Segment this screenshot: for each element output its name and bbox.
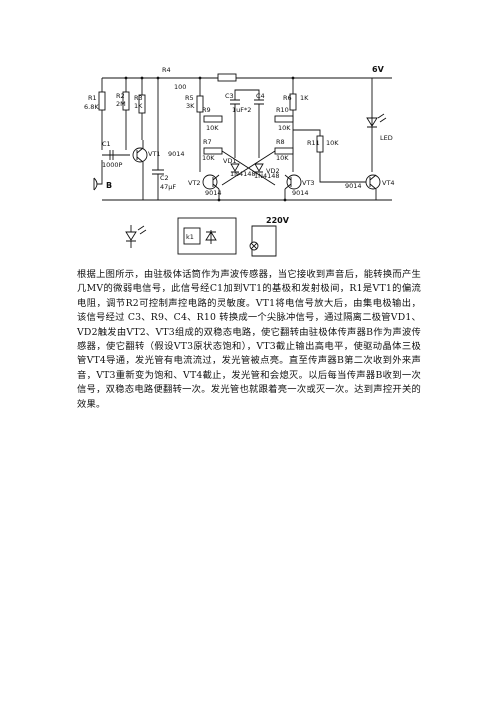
value-r6: 1K xyxy=(300,94,309,102)
transistor-vt2 xyxy=(202,174,218,190)
label-r6: R6 xyxy=(283,94,292,102)
vt4-leads xyxy=(369,174,377,200)
resistor-r3 xyxy=(138,94,146,114)
label-r8: R8 xyxy=(276,138,285,146)
label-c2: C2 xyxy=(160,174,169,182)
value-vd2: 1N4148 xyxy=(254,172,280,180)
value-vt4: 9014 xyxy=(345,182,362,190)
label-c4: C4 xyxy=(256,92,265,100)
transistor-vt3 xyxy=(286,174,302,190)
label-vt3: VT3 xyxy=(302,179,315,187)
label-supply: 6V xyxy=(372,65,385,74)
resistor-r5 xyxy=(196,95,204,113)
value-c2: 47μF xyxy=(160,183,176,191)
label-r11: R11 xyxy=(307,139,320,147)
capacitor-c1 xyxy=(109,150,114,160)
junction-dot xyxy=(140,76,144,80)
value-r9: 10K xyxy=(206,124,219,132)
label-mains: 220V xyxy=(266,216,290,225)
label-r2: R2 xyxy=(116,92,125,100)
value-r11: 10K xyxy=(326,139,339,147)
value-r1: 6.8K xyxy=(84,103,99,111)
resistor-r6 xyxy=(289,93,297,111)
junction-dot xyxy=(283,198,287,202)
resistor-r10 xyxy=(274,115,294,123)
transistor-vt1 xyxy=(132,147,148,163)
vt2-leads xyxy=(212,174,220,200)
label-vd1: VD1 xyxy=(223,157,237,165)
mic-lead xyxy=(97,160,103,185)
label-r9: R9 xyxy=(202,106,211,114)
capacitor-c2 xyxy=(152,169,164,200)
junction-dot xyxy=(291,76,295,80)
value-r8: 10K xyxy=(276,154,289,162)
cross-links xyxy=(221,150,276,186)
value-vd1: 1N4148 xyxy=(230,170,256,178)
vt1-leads xyxy=(136,140,144,200)
label-r4: R4 xyxy=(162,66,171,74)
relay-k1 xyxy=(183,227,201,245)
value-r2: 2M xyxy=(116,100,126,108)
label-led: LED xyxy=(380,134,393,142)
capacitor-c4 xyxy=(254,99,264,158)
resistor-r11 xyxy=(316,135,324,153)
label-c3: C3 xyxy=(225,92,234,100)
mains-circuit xyxy=(251,225,277,257)
value-r4: 100 xyxy=(174,83,186,91)
value-r7: 10K xyxy=(202,154,215,162)
value-c34: 1uF*2 xyxy=(232,106,251,114)
led-optocoupler-icon xyxy=(125,225,147,248)
label-mic: B xyxy=(106,181,112,190)
value-c1: 1000P xyxy=(102,161,123,169)
value-vt3: 9014 xyxy=(292,189,309,197)
circuit-schematic: R4 100 R1 6.8K R2 2M R3 1K C1 1000P VT1 … xyxy=(84,65,395,257)
label-r7: R7 xyxy=(203,138,212,146)
label-r5: R5 xyxy=(185,94,194,102)
value-r10: 10K xyxy=(278,124,291,132)
label-vt2: VT2 xyxy=(188,179,201,187)
lamp-cross xyxy=(250,242,258,250)
label-r10: R10 xyxy=(276,106,289,114)
junction-dot xyxy=(124,76,128,80)
resistor-r4 xyxy=(217,73,237,82)
junction-dot xyxy=(156,76,160,80)
transistor-vt4 xyxy=(365,174,381,190)
resistor-r1 xyxy=(98,91,106,111)
mic-b-icon xyxy=(93,177,98,191)
label-c1: C1 xyxy=(102,140,111,148)
resistor-r9 xyxy=(203,115,223,123)
label-vd2: VD2 xyxy=(266,167,280,175)
vt3-leads xyxy=(284,174,292,200)
description-paragraph: 根据上图所示，由驻极体话筒作为声波传感器，当它接收到声音后，能转换而产生几MV的… xyxy=(77,269,421,410)
wire-r11 xyxy=(293,129,368,183)
value-vt2: 9014 xyxy=(205,189,222,197)
diode-vd2 xyxy=(254,163,264,173)
label-vt1: VT1 xyxy=(148,150,161,158)
c34-join xyxy=(234,89,260,100)
resistor-r2 xyxy=(122,91,130,111)
value-r3: 1K xyxy=(134,102,143,110)
label-r1: R1 xyxy=(88,94,97,102)
led-icon xyxy=(366,113,387,128)
label-r3: R3 xyxy=(134,94,143,102)
label-vt4: VT4 xyxy=(382,179,395,187)
label-relay: k1 xyxy=(186,233,194,241)
diode-vd1 xyxy=(230,163,240,173)
junction-dot xyxy=(198,76,202,80)
relay-diode-icon xyxy=(205,230,217,244)
value-vt1: 9014 xyxy=(168,150,185,158)
value-r5: 3K xyxy=(186,102,195,110)
junction-dot xyxy=(217,198,221,202)
